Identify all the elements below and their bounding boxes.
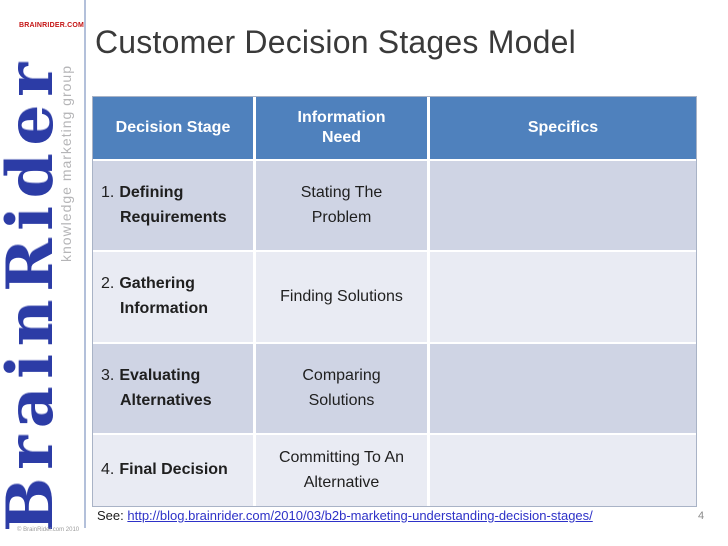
source-link[interactable]: http://blog.brainrider.com/2010/03/b2b-m… bbox=[127, 508, 593, 523]
row-number: 4. bbox=[101, 461, 115, 479]
stage-name: Defining Requirements bbox=[119, 183, 227, 226]
stage-name: Final Decision bbox=[119, 461, 228, 479]
table-row-2-stage-cell: 2.Gathering Information bbox=[93, 252, 253, 342]
sidebar-divider bbox=[84, 0, 86, 528]
brand-logo-text: BrainRider bbox=[0, 55, 68, 532]
table-row-4-stage-cell: 4.Final Decision bbox=[93, 435, 253, 506]
source-footer: See: http://blog.brainrider.com/2010/03/… bbox=[97, 508, 593, 523]
brand-sidebar: BRAINRIDER.COM BrainRider knowledge mark… bbox=[0, 0, 84, 546]
column-header-decision-stage: Decision Stage bbox=[93, 97, 253, 159]
table-row-1-stage-cell: 1.Defining Requirements bbox=[93, 161, 253, 250]
source-see-label: See: bbox=[97, 508, 124, 523]
decision-stages-table: Decision Stage Information Need Specific… bbox=[92, 96, 697, 507]
stage-name: Gathering Information bbox=[119, 275, 208, 317]
table-row-4-specifics-cell bbox=[430, 435, 696, 506]
table-row-2-specifics-cell bbox=[430, 252, 696, 342]
table-row-3-specifics-cell bbox=[430, 344, 696, 433]
brand-copyright: © BrainRider.com 2010 bbox=[17, 527, 80, 533]
brand-site-label: BRAINRIDER.COM bbox=[19, 22, 85, 29]
table-row-3-need-cell: Comparing Solutions bbox=[256, 344, 427, 433]
table-row-3-stage-cell: 3.Evaluating Alternatives bbox=[93, 344, 253, 433]
table-grid: Decision Stage Information Need Specific… bbox=[93, 97, 696, 506]
row-number: 2. bbox=[101, 275, 115, 293]
row-number: 3. bbox=[101, 366, 115, 384]
table-row-1-specifics-cell bbox=[430, 161, 696, 250]
slide-page-number: 4 bbox=[698, 510, 705, 522]
table-row-2-need-cell: Finding Solutions bbox=[256, 252, 427, 342]
stage-name: Evaluating Alternatives bbox=[119, 366, 212, 409]
column-header-specifics: Specifics bbox=[430, 97, 696, 159]
table-row-1-need-cell: Stating The Problem bbox=[256, 161, 427, 250]
row-number: 1. bbox=[101, 183, 115, 201]
table-row-4-need-cell: Committing To An Alternative bbox=[256, 435, 427, 506]
column-header-information-need: Information Need bbox=[256, 97, 427, 159]
brand-tagline: knowledge marketing group bbox=[58, 65, 74, 262]
slide-title: Customer Decision Stages Model bbox=[95, 24, 576, 60]
